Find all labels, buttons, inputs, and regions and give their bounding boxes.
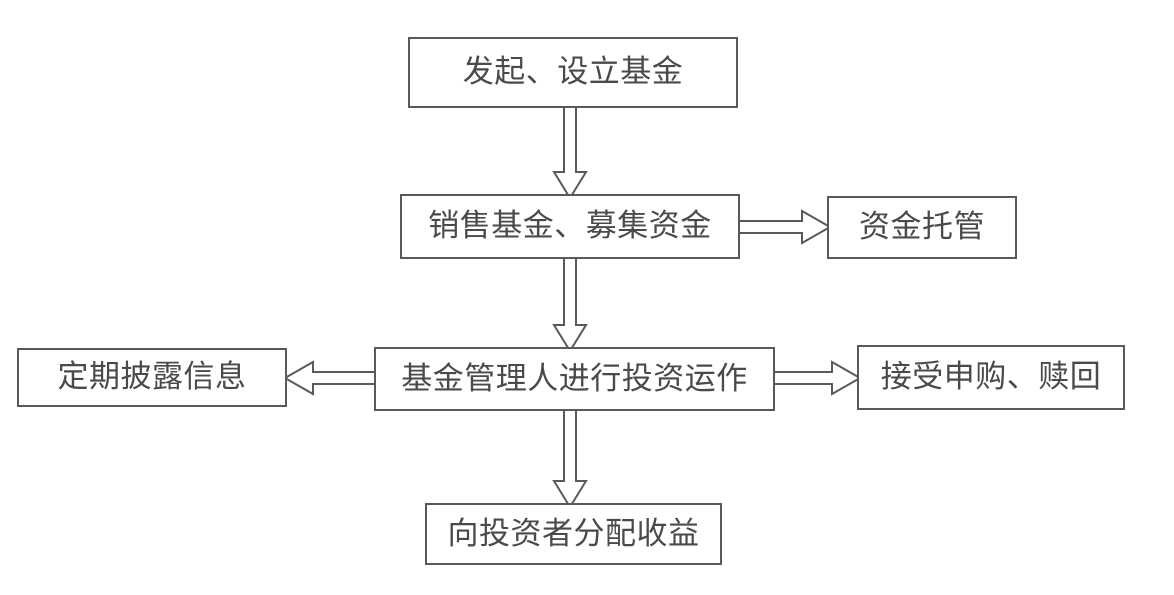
node-accept-subscription-redemption[interactable]: 接受申购、赎回 [857, 345, 1125, 410]
arrow-right-sell-to-custody-icon [735, 209, 833, 245]
node-periodic-disclosure[interactable]: 定期披露信息 [17, 348, 287, 407]
node-fund-manager-investment[interactable]: 基金管理人进行投资运作 [374, 347, 775, 411]
node-accept-subscription-redemption-label: 接受申购、赎回 [880, 359, 1102, 395]
node-sell-fund-label: 销售基金、募集资金 [428, 208, 712, 244]
arrow-down-start-to-sell-icon [552, 103, 588, 200]
arrow-down-sell-to-manage-icon [552, 254, 588, 353]
node-periodic-disclosure-label: 定期披露信息 [57, 359, 247, 395]
node-sell-fund[interactable]: 销售基金、募集资金 [400, 194, 740, 259]
arrow-left-manage-to-disclosure-icon [282, 360, 380, 396]
node-start-label: 发起、设立基金 [462, 54, 684, 90]
node-fund-custody-label: 资金托管 [859, 209, 985, 245]
node-distribute-income-label: 向投资者分配收益 [447, 515, 700, 552]
arrow-down-manage-to-distribute-icon [552, 406, 588, 509]
node-fund-manager-investment-label: 基金管理人进行投资运作 [401, 360, 748, 397]
node-fund-custody[interactable]: 资金托管 [827, 196, 1017, 259]
node-start[interactable]: 发起、设立基金 [408, 37, 738, 108]
node-distribute-income[interactable]: 向投资者分配收益 [425, 503, 722, 565]
arrow-right-manage-to-subscribe-icon [770, 360, 863, 396]
